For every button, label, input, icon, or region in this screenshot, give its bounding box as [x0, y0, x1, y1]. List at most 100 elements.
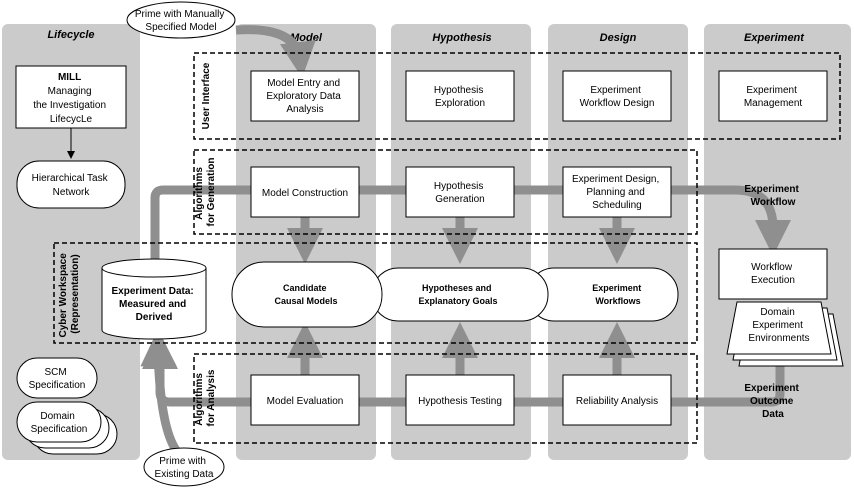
svg-text:Algorithms for Generatio: Algorithms for Generation [194, 158, 217, 227]
workflows-line-1: Experiment [592, 283, 641, 293]
mill-title: MILL [58, 72, 81, 83]
workflow-execution-line-1: Workflow [751, 262, 793, 273]
scm-line-1: SCM [44, 367, 66, 378]
svg-text:Candidate Causal Models: Candidate Causal Models [274, 283, 337, 306]
svg-text:Experiment Design, Plannin: Experiment Design, Planning and Scheduli… [572, 174, 662, 211]
htn-line-1: Hierarchical Task [32, 173, 109, 184]
experiment-design-line-3: Scheduling [592, 200, 641, 211]
row-label-analysis-2: for Analysis [206, 369, 217, 426]
hypotheses-line-1: Hypotheses and [422, 283, 492, 293]
domain-env-line-2: Experiment [752, 320, 803, 331]
svg-text:Algorithms for Analysis: Algorithms for Analysis [194, 369, 217, 426]
model-entry-line-3: Analysis [286, 104, 323, 115]
outcome-data-label-1: Experiment [744, 383, 799, 394]
prime-manual-line-1: Prime with Manually [135, 9, 224, 20]
region-analysis [193, 353, 698, 444]
row-label-generation-2: for Generation [206, 158, 217, 227]
hypotheses-pill [371, 267, 549, 322]
experiment-management-line-1: Experiment [746, 85, 797, 96]
domain-env-line-1: Domain [760, 307, 794, 318]
scm-spec-pill [16, 357, 98, 399]
svg-text:Experiment Management: Experiment Management [744, 85, 803, 109]
htn-pill [16, 160, 126, 209]
experiment-data-store [101, 258, 207, 340]
band-generation-to-execution [698, 185, 791, 256]
experiment-design-box [562, 166, 672, 218]
outcome-data-label-2: Outcome [750, 396, 794, 407]
model-entry-line-1: Model Entry and [267, 78, 340, 89]
hyp-generation-line-2: Generation [435, 194, 484, 205]
svg-text:Hypotheses and Explanatory: Hypotheses and Explanatory Goals [418, 283, 497, 306]
outcome-data-label-3: Data [762, 409, 784, 420]
model-entry-line-2: Exploratory Data [266, 91, 341, 102]
datastore-line-1: Experiment Data: [111, 286, 193, 297]
domain-env-shape [726, 301, 832, 355]
svg-text:Workflow Execution: Workflow Execution [751, 262, 795, 286]
scm-line-2: Specification [29, 380, 86, 391]
hyp-exploration-line-2: Exploration [435, 98, 485, 109]
domain-spec-line-1: Domain [40, 411, 74, 422]
domain-spec-line-2: Specification [31, 424, 88, 435]
column-header-hypothesis: Hypothesis [432, 32, 491, 44]
region-user-interface [193, 52, 841, 140]
svg-text:MILL Managing the Inve: MILL Managing the Investigation LifecycL… [33, 72, 109, 125]
column-lifecycle [2, 24, 140, 460]
svg-text:Experiment Data: Measured: Experiment Data: Measured and Derived [111, 286, 196, 323]
experiment-workflow-label-2: Workflow [751, 197, 796, 208]
band-generation [150, 185, 698, 260]
experiment-management-box [718, 70, 828, 122]
reliability-analysis-box [562, 374, 672, 426]
svg-text:Hypothesis Exploration: Hypothesis Exploration [434, 85, 486, 109]
row-label-cyber-1: Cyber Workspace [58, 253, 69, 338]
model-entry-box [250, 70, 360, 122]
prime-manual-line-2: Specified Model [145, 22, 216, 33]
workflow-execution-line-2: Execution [751, 275, 795, 286]
svg-text:Model Entry and Explorator: Model Entry and Exploratory Data Analysi… [266, 78, 343, 115]
row-label-generation-1: Algorithms [194, 167, 205, 220]
workflows-line-2: Workflows [595, 296, 640, 306]
row-label-cyber-2: (Representation) [70, 254, 81, 333]
column-header-lifecycle: Lifecycle [47, 29, 94, 41]
column-header-experiment: Experiment [744, 32, 805, 44]
svg-text:Prime with Existing Data: Prime with Existing Data [155, 456, 214, 480]
prime-existing-line-1: Prime with [159, 456, 206, 467]
domain-env-line-3: Environments [748, 333, 809, 344]
hypothesis-generation-box [405, 166, 515, 218]
datastore-line-3: Derived [136, 312, 173, 323]
experiment-workflows-pill [527, 267, 679, 322]
region-cyber-workspace [53, 242, 698, 344]
svg-text:Experiment Workflow Design: Experiment Workflow Design [580, 85, 655, 109]
hyp-exploration-line-1: Hypothesis [434, 85, 483, 96]
model-evaluation-label: Model Evaluation [267, 396, 344, 407]
hypothesis-testing-box [405, 374, 515, 426]
hypotheses-line-2: Explanatory Goals [418, 296, 497, 306]
causal-models-line-1: Candidate [283, 283, 327, 293]
region-generation [193, 149, 698, 235]
reliability-analysis-label: Reliability Analysis [576, 396, 658, 407]
hyp-generation-line-1: Hypothesis [434, 181, 483, 192]
experiment-workflow-label-1: Experiment [744, 184, 799, 195]
prime-existing-callout [143, 447, 225, 487]
causal-models-line-2: Causal Models [274, 296, 337, 306]
model-construction-label: Model Construction [262, 188, 348, 199]
model-construction-box [250, 166, 360, 218]
svg-text:Cyber Workspace (Represe: Cyber Workspace (Representation) [58, 250, 81, 337]
column-header-design: Design [600, 32, 637, 44]
experiment-workflow-design-box [562, 70, 672, 122]
svg-text:Hierarchical Task Network: Hierarchical Task Network [32, 173, 111, 198]
svg-text:Prime with Manually Specif: Prime with Manually Specified Model [135, 9, 227, 33]
hypothesis-testing-label: Hypothesis Testing [418, 396, 502, 407]
datastore-line-2: Measured and [119, 299, 186, 310]
mill-line-3: LifecycLe [50, 114, 93, 125]
svg-text:Experiment Outcome Dat: Experiment Outcome Data [744, 383, 801, 420]
workflow-execution-box [718, 248, 828, 300]
hypothesis-exploration-box [405, 70, 515, 122]
experiment-design-line-1: Experiment Design, [572, 174, 659, 185]
mill-line-1: Managing [48, 86, 92, 97]
experiment-design-line-2: Planning and [586, 187, 644, 198]
svg-text:Experiment Workflows: Experiment Workflows [592, 283, 644, 306]
svg-text:Domain Experiment Envi: Domain Experiment Environments [748, 307, 809, 344]
prime-manual-callout [126, 1, 236, 39]
mill-line-2: the Investigation [33, 100, 106, 111]
